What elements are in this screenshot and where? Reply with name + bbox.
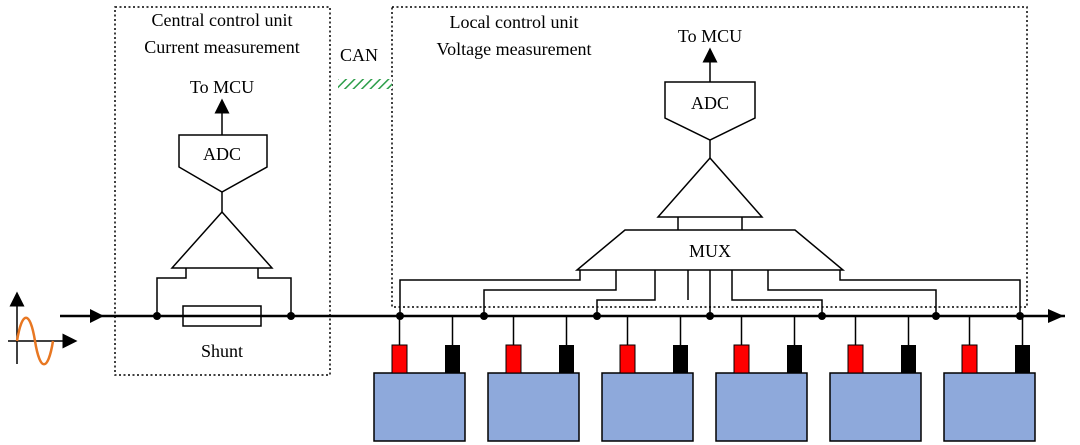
can-label: CAN <box>340 45 378 65</box>
battery-cell <box>943 372 1036 442</box>
to-mcu-local-label: To MCU <box>678 26 742 46</box>
to-mcu-central-label: To MCU <box>190 77 254 97</box>
amplifier-central <box>170 210 274 269</box>
adc-local-label: ADC <box>691 93 729 113</box>
battery-cell <box>829 372 922 442</box>
positive-terminal <box>391 344 408 374</box>
local-unit-title: Local control unit <box>450 12 579 32</box>
adc-central-label: ADC <box>203 144 241 164</box>
battery-string <box>373 316 1036 442</box>
battery-cell <box>487 372 580 442</box>
central-amp-leg-left <box>156 268 187 316</box>
shunt-label: Shunt <box>201 341 243 361</box>
central-unit-title: Central control unit <box>152 10 293 30</box>
battery-cell <box>601 372 694 442</box>
central-amp-leg-right <box>257 268 292 316</box>
mux-wiring <box>399 270 1021 316</box>
positive-terminal <box>961 344 978 374</box>
mux-label: MUX <box>689 241 731 261</box>
positive-terminal <box>505 344 522 374</box>
negative-terminal <box>901 345 916 373</box>
central-unit-subtitle: Current measurement <box>144 37 299 57</box>
amplifier-local <box>656 156 764 218</box>
negative-terminal <box>1015 345 1030 373</box>
battery-cell <box>373 372 466 442</box>
positive-terminal <box>733 344 750 374</box>
battery-cell <box>715 372 808 442</box>
adc-local <box>664 81 756 141</box>
central-control-unit-box <box>114 6 331 376</box>
ac-source-icon <box>8 291 78 366</box>
adc-central <box>178 134 268 193</box>
positive-terminal <box>847 344 864 374</box>
mux-block <box>574 229 846 271</box>
output-arrow-icon <box>1048 309 1064 323</box>
positive-terminal <box>619 344 636 374</box>
local-unit-subtitle: Voltage measurement <box>436 39 591 59</box>
negative-terminal <box>673 345 688 373</box>
can-bus-link <box>338 79 392 89</box>
negative-terminal <box>787 345 802 373</box>
negative-terminal <box>445 345 460 373</box>
negative-terminal <box>559 345 574 373</box>
junction-nodes <box>396 312 1024 320</box>
input-arrow-icon <box>90 309 104 323</box>
